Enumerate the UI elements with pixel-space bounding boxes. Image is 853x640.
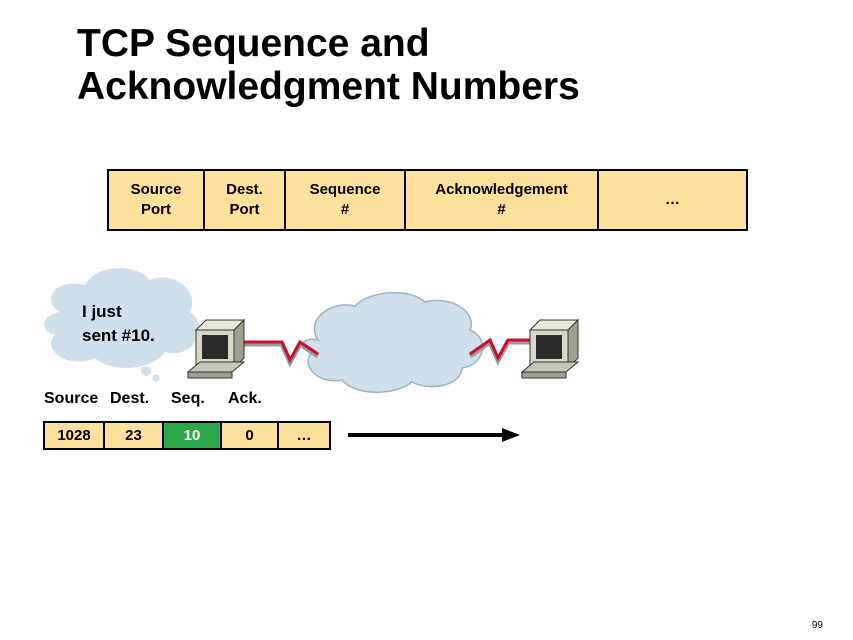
workstation-right-icon: [520, 318, 580, 379]
page-number: 99: [811, 620, 823, 631]
title-line-1: TCP Sequence and: [77, 22, 430, 65]
thought-bubble-shape: [44, 268, 200, 382]
packet-dest-port: 23: [103, 421, 164, 450]
workstation-left-icon: [186, 318, 246, 379]
send-direction-arrow: [348, 428, 520, 442]
label-dest: Dest.: [110, 390, 150, 407]
header-field-acknowledgement: Acknowledgement#: [404, 169, 599, 231]
header-field-dest-port: Dest.Port: [203, 169, 286, 231]
packet-more: …: [277, 421, 331, 450]
header-field-more: …: [597, 169, 748, 231]
label-seq: Seq.: [171, 390, 205, 407]
thought-bubble-text: I just sent #10.: [82, 302, 155, 345]
packet-source-port: 1028: [43, 421, 105, 450]
packet-ack-number: 0: [220, 421, 279, 450]
label-ack: Ack.: [228, 390, 262, 407]
header-field-sequence: Sequence#: [284, 169, 406, 231]
packet-field-labels: Source Dest. Seq. Ack.: [0, 390, 853, 412]
packet-seq-number: 10: [162, 421, 222, 450]
label-source: Source: [44, 390, 99, 407]
serial-link-right: [468, 337, 538, 366]
network-cloud-icon: [302, 292, 484, 393]
title-line-2: Acknowledgment Numbers: [77, 65, 580, 108]
packet-segment: 1028 23 10 0 …: [43, 421, 331, 450]
slide-title: TCP Sequence and Acknowledgment Numbers: [77, 22, 580, 108]
serial-link-left: [238, 339, 320, 368]
